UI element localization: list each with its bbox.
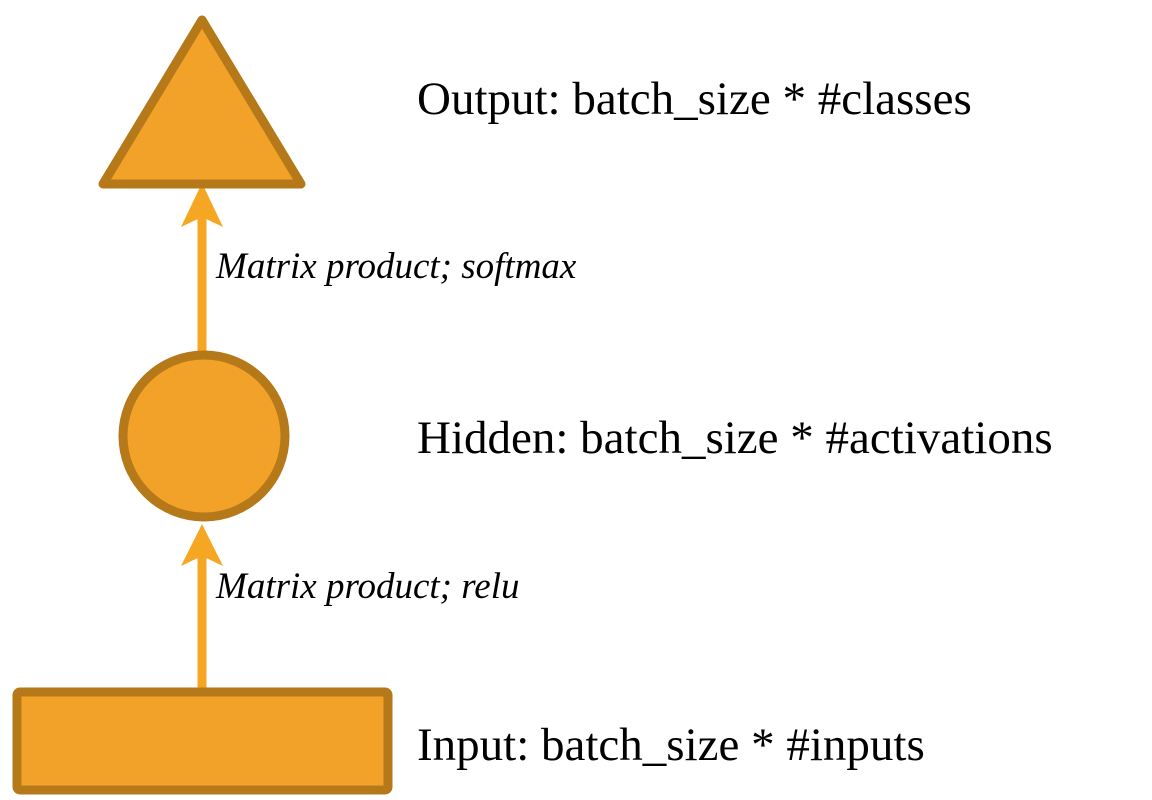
edge-input-to-hidden-arrowhead [181, 524, 223, 566]
node-output-label: Output: batch_size * #classes [417, 73, 972, 125]
node-output-triangle[interactable] [98, 15, 306, 189]
edge-input-to-hidden [181, 524, 223, 692]
node-input-label: Input: batch_size * #inputs [417, 719, 925, 771]
edge-hidden-to-output [181, 183, 223, 352]
node-hidden-label: Hidden: batch_size * #activations [417, 412, 1053, 464]
edge-hidden-to-output-label: Matrix product; softmax [216, 246, 577, 287]
edge-input-to-hidden-label: Matrix product; relu [216, 566, 520, 607]
edge-hidden-to-output-arrowhead [181, 183, 223, 227]
node-input-rectangle[interactable] [12, 687, 393, 795]
node-hidden-circle[interactable] [118, 350, 290, 522]
